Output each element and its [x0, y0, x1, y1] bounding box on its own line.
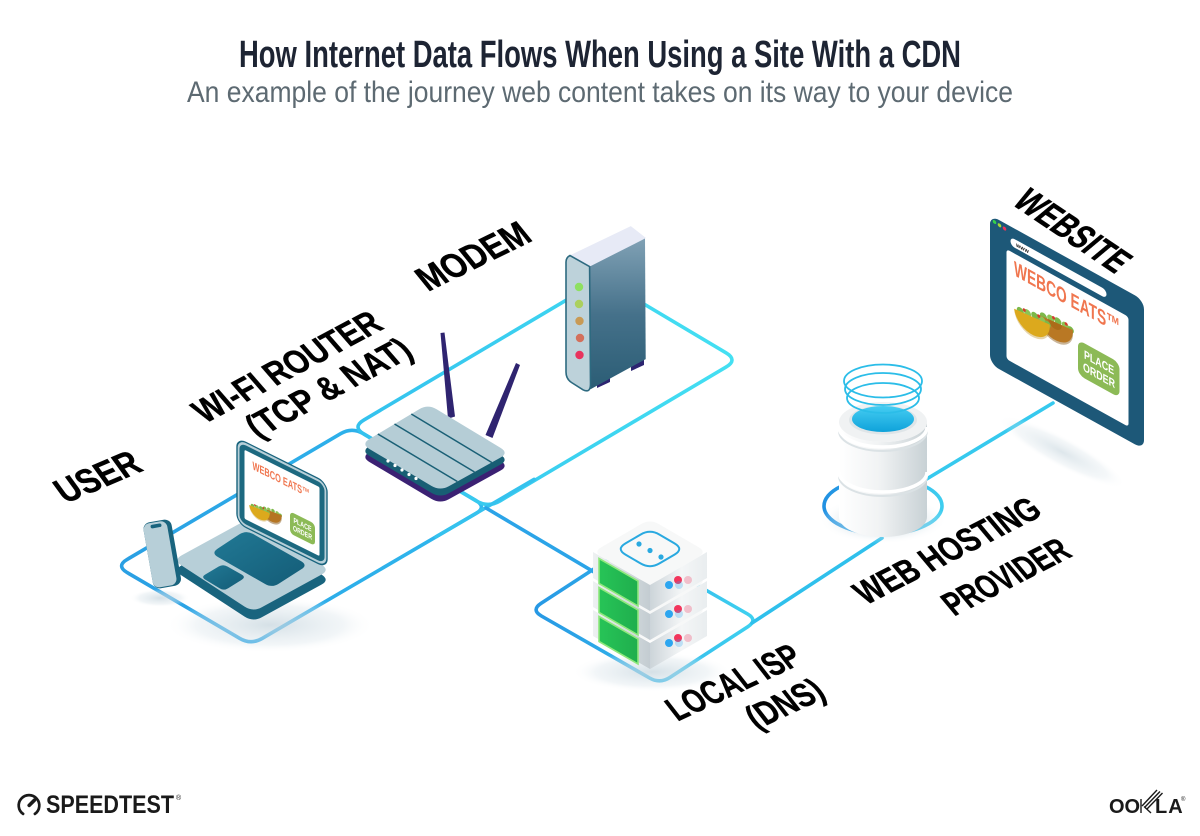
svg-text:LA: LA [1155, 796, 1184, 818]
svg-text:®: ® [1181, 796, 1186, 803]
svg-text:OO: OO [1109, 796, 1140, 818]
svg-text:USER: USER [46, 443, 150, 510]
svg-text:How Internet Data Flows When U: How Internet Data Flows When Using a Sit… [239, 34, 961, 76]
svg-text:An example of the journey web: An example of the journey web content ta… [187, 76, 1013, 109]
svg-text:SPEEDTEST: SPEEDTEST [46, 791, 174, 819]
svg-text:MODEM: MODEM [407, 214, 539, 298]
svg-text:®: ® [176, 794, 182, 802]
